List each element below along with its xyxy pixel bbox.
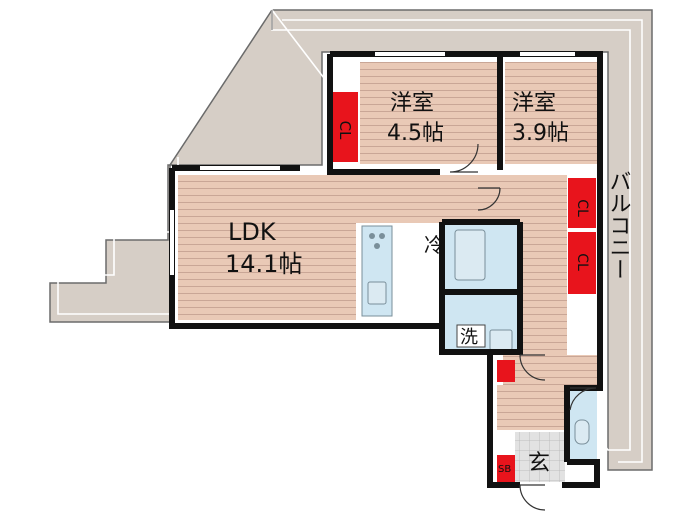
fridge-label: 冷 [424,233,444,257]
shoe-box-label: SB [498,464,511,475]
toilet [574,419,590,445]
doors [449,143,597,511]
ldk-floor-2 [295,175,503,223]
western-room-1-size: 4.5帖 [387,121,444,146]
hallway-floor-3 [497,385,567,430]
entrance-tile [515,432,565,482]
stove-burner [374,243,380,249]
western-room-2-floor [505,62,597,164]
closet-4 [497,360,515,382]
western-room-1-name: 洋室 [390,91,434,116]
washer-box [456,324,486,348]
ldk-size: 14.1帖 [225,250,302,278]
entrance-label: 玄 [528,451,550,476]
closet-label-2: CL [574,199,590,217]
washer-label: 洗 [460,327,478,348]
shoe-box [497,455,515,482]
windows [170,52,575,275]
closet-label-3: CL [574,253,590,271]
sink [489,329,513,351]
ldk-name: LDK [228,218,277,246]
stove-burner [379,233,385,239]
stove-burner [369,233,375,239]
kitchen-sink [367,281,387,305]
balcony-label: バルコニー [606,170,631,280]
closet-2 [568,178,596,228]
bathtub [454,229,486,281]
western-room-2-name: 洋室 [512,91,556,116]
closet-3 [568,232,596,294]
closet-label-1: CL [336,121,354,140]
western-room-2-size: 3.9帖 [512,121,569,146]
hallway-floor-2 [503,355,598,385]
western-room-1-floor [360,62,498,164]
balcony-inner-line [282,19,643,463]
closet-1 [332,92,358,162]
